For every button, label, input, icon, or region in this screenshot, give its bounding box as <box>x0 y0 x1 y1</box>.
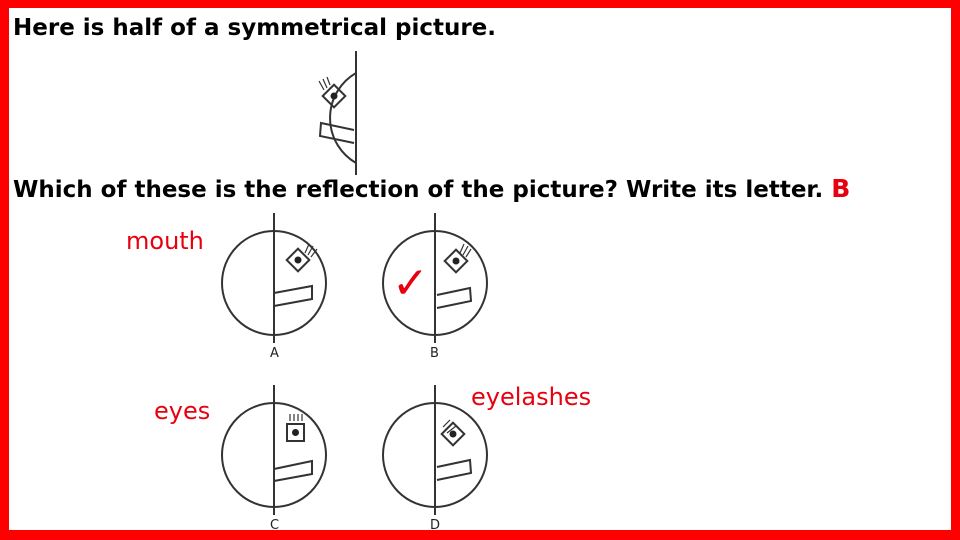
given-eye <box>321 83 347 109</box>
given-half-picture <box>318 51 357 175</box>
option-c-picture[interactable] <box>211 385 341 515</box>
option-d-picture[interactable] <box>374 385 504 515</box>
annotation-eyes: eyes <box>154 397 211 425</box>
option-b-picture[interactable] <box>374 213 504 343</box>
check-mark-icon: ✓ <box>392 258 429 309</box>
answer-letter: B <box>831 174 851 203</box>
given-mouth <box>318 121 355 144</box>
option-letter-c: C <box>270 518 280 533</box>
option-a-picture[interactable] <box>211 213 341 343</box>
question-line-1: Here is half of a symmetrical picture. <box>13 15 497 41</box>
given-eyelashes <box>318 76 331 91</box>
option-letter-b: B <box>430 346 439 361</box>
annotation-mouth: mouth <box>126 227 204 255</box>
annotation-eyelashes: eyelashes <box>471 383 592 411</box>
option-letter-a: A <box>270 346 279 361</box>
question-line-2: Which of these is the reflection of the … <box>13 174 851 203</box>
option-letter-d: D <box>430 518 441 533</box>
